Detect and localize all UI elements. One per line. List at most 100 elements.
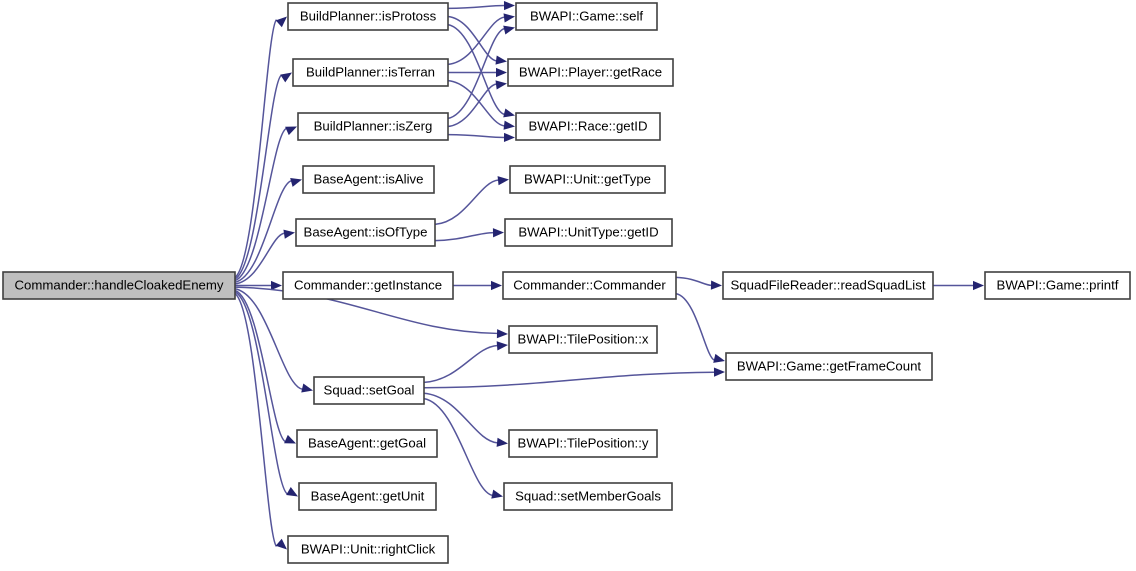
edge-arrowhead <box>496 341 508 351</box>
edge-commanderCtor-to-getFrameCount <box>675 292 715 361</box>
node-label-setMemberGoals: Squad::setMemberGoals <box>515 488 661 503</box>
edges-layer <box>234 0 984 550</box>
node-label-readSquadList: SquadFileReader::readSquadList <box>730 277 925 292</box>
node-box-handleCloakedEnemy[interactable] <box>2 271 236 300</box>
node-raceGetID[interactable]: BWAPI::Race::getID <box>515 112 661 141</box>
node-isZerg[interactable]: BuildPlanner::isZerg <box>297 112 449 141</box>
node-getUnit[interactable]: BaseAgent::getUnit <box>298 482 437 511</box>
node-box-readSquadList[interactable] <box>722 271 934 300</box>
node-box-unitTypeGetID[interactable] <box>504 218 673 247</box>
node-box-getGoal[interactable] <box>296 429 438 458</box>
edge-arrowhead <box>284 434 296 444</box>
edge-isZerg-to-playerGetRace <box>447 83 497 128</box>
edge-handleCloakedEnemy-to-setGoal <box>234 288 303 391</box>
node-box-getInstance[interactable] <box>282 271 454 300</box>
edge-arrowhead <box>280 72 292 83</box>
node-label-getFrameCount: BWAPI::Game::getFrameCount <box>737 358 922 373</box>
node-box-gamePrintf[interactable] <box>984 271 1131 300</box>
node-box-playerGetRace[interactable] <box>507 58 674 87</box>
node-box-isAlive[interactable] <box>302 165 435 194</box>
node-box-commanderCtor[interactable] <box>502 271 677 300</box>
edge-arrowhead <box>275 538 287 550</box>
edge-arrowhead <box>495 55 507 65</box>
node-label-raceGetID: BWAPI::Race::getID <box>529 118 648 133</box>
node-label-getGoal: BaseAgent::getGoal <box>308 435 426 450</box>
node-box-isProtoss[interactable] <box>287 2 449 31</box>
node-handleCloakedEnemy[interactable]: Commander::handleCloakedEnemy <box>2 271 236 300</box>
node-getInstance[interactable]: Commander::getInstance <box>282 271 454 300</box>
node-label-rightClick: BWAPI::Unit::rightClick <box>301 541 436 556</box>
node-isTerran[interactable]: BuildPlanner::isTerran <box>292 58 449 87</box>
node-playerGetRace[interactable]: BWAPI::Player::getRace <box>507 58 674 87</box>
edge-arrowhead <box>285 126 297 136</box>
edge-arrowhead <box>491 280 502 291</box>
node-gameSelf[interactable]: BWAPI::Game::self <box>515 2 658 31</box>
node-rightClick[interactable]: BWAPI::Unit::rightClick <box>287 535 449 564</box>
node-box-raceGetID[interactable] <box>515 112 661 141</box>
edge-handleCloakedEnemy-to-isZerg <box>234 127 288 282</box>
nodes-layer: Commander::handleCloakedEnemy BuildPlanne… <box>2 2 1131 564</box>
edge-isZerg-to-raceGetID <box>447 133 505 139</box>
node-getFrameCount[interactable]: BWAPI::Game::getFrameCount <box>725 352 933 381</box>
edge-isOfType-to-unitGetType <box>434 179 499 226</box>
node-box-rightClick[interactable] <box>287 535 449 564</box>
edge-isProtoss-to-playerGetRace <box>447 15 497 62</box>
node-box-setGoal[interactable] <box>313 376 425 405</box>
node-label-unitTypeGetID: BWAPI::UnitType::getID <box>518 224 658 239</box>
node-label-isOfType: BaseAgent::isOfType <box>304 224 428 239</box>
node-box-isZerg[interactable] <box>297 112 449 141</box>
node-box-tilePosY[interactable] <box>508 429 658 458</box>
edge-arrowhead <box>283 229 295 239</box>
edge-arrowhead <box>503 25 515 35</box>
node-unitTypeGetID[interactable]: BWAPI::UnitType::getID <box>504 218 673 247</box>
node-label-isTerran: BuildPlanner::isTerran <box>306 64 435 79</box>
node-unitGetType[interactable]: BWAPI::Unit::getType <box>509 165 666 194</box>
node-box-getUnit[interactable] <box>298 482 437 511</box>
node-label-commanderCtor: Commander::Commander <box>513 277 666 292</box>
node-tilePosY[interactable]: BWAPI::TilePosition::y <box>508 429 658 458</box>
edge-handleCloakedEnemy-to-getUnit <box>234 291 289 495</box>
node-setGoal[interactable]: Squad::setGoal <box>313 376 425 405</box>
edge-setGoal-to-getFrameCount <box>423 371 715 389</box>
node-box-gameSelf[interactable] <box>515 2 658 31</box>
node-box-tilePosX[interactable] <box>508 325 658 354</box>
edge-arrowhead <box>503 120 515 130</box>
edge-arrowhead <box>713 353 725 363</box>
edge-handleCloakedEnemy-to-isTerran <box>234 74 283 280</box>
node-getGoal[interactable]: BaseAgent::getGoal <box>296 429 438 458</box>
node-setMemberGoals[interactable]: Squad::setMemberGoals <box>503 482 673 511</box>
edge-arrowhead <box>713 367 725 377</box>
edge-arrowhead <box>973 280 984 291</box>
node-label-getInstance: Commander::getInstance <box>294 277 442 292</box>
edge-arrowhead <box>275 16 287 28</box>
node-box-getFrameCount[interactable] <box>725 352 933 381</box>
node-label-isAlive: BaseAgent::isAlive <box>314 171 424 186</box>
node-label-isProtoss: BuildPlanner::isProtoss <box>300 8 437 23</box>
edge-isOfType-to-unitTypeGetID <box>434 231 494 242</box>
edge-handleCloakedEnemy-to-getGoal <box>234 289 287 443</box>
node-commanderCtor[interactable]: Commander::Commander <box>502 271 677 300</box>
node-label-getUnit: BaseAgent::getUnit <box>311 488 425 503</box>
edge-setGoal-to-tilePosY <box>423 392 498 444</box>
node-readSquadList[interactable]: SquadFileReader::readSquadList <box>722 271 934 300</box>
edge-arrowhead <box>491 489 503 499</box>
node-box-isOfType[interactable] <box>295 218 436 247</box>
node-box-setMemberGoals[interactable] <box>503 482 673 511</box>
node-isAlive[interactable]: BaseAgent::isAlive <box>302 165 435 194</box>
node-box-isTerran[interactable] <box>292 58 449 87</box>
edge-arrowhead <box>503 108 515 118</box>
edge-arrowhead <box>497 176 509 186</box>
node-tilePosX[interactable]: BWAPI::TilePosition::x <box>508 325 658 354</box>
edge-arrowhead <box>495 80 507 90</box>
edge-commanderCtor-to-readSquadList <box>675 276 712 287</box>
node-isOfType[interactable]: BaseAgent::isOfType <box>295 218 436 247</box>
edge-arrowhead <box>496 329 508 339</box>
edge-handleCloakedEnemy-to-isAlive <box>234 180 292 283</box>
node-box-unitGetType[interactable] <box>509 165 666 194</box>
edge-arrowhead <box>503 132 515 143</box>
edge-isProtoss-to-raceGetID <box>447 23 505 116</box>
edge-handleCloakedEnemy-to-tilePosX <box>234 286 498 335</box>
node-isProtoss[interactable]: BuildPlanner::isProtoss <box>287 2 449 31</box>
node-gamePrintf[interactable]: BWAPI::Game::printf <box>984 271 1131 300</box>
